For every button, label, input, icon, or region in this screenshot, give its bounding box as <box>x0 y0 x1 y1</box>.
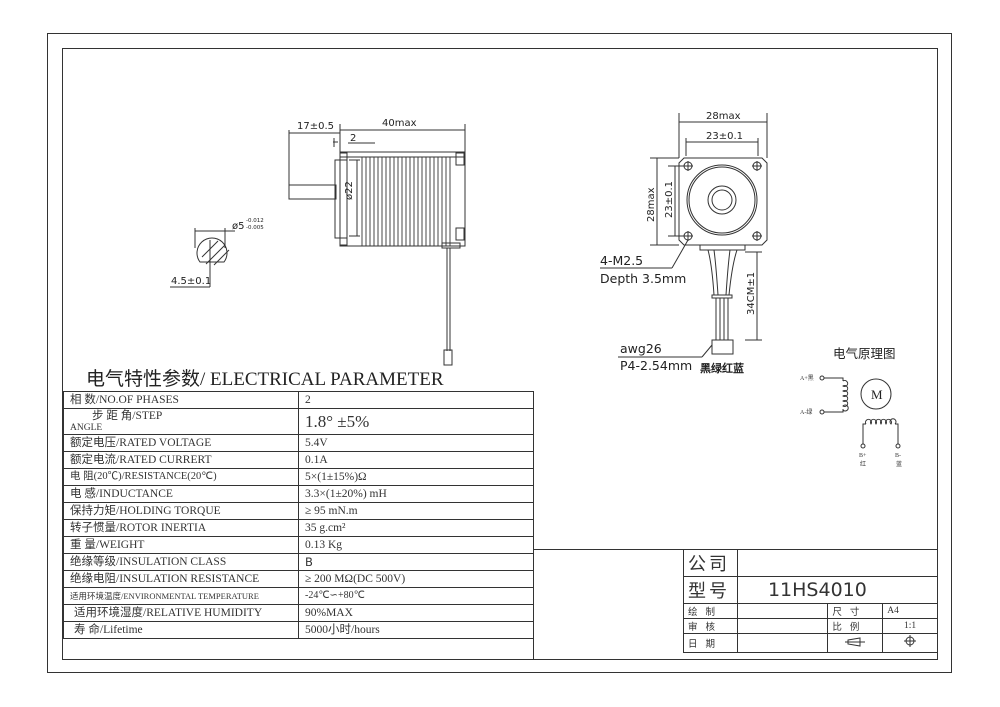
dim-flange: 2 <box>350 133 356 144</box>
param-value: -24℃∽+80℃ <box>298 587 534 605</box>
dim-width-max: 28max <box>706 111 741 122</box>
param-label: 电 阻(20℃)/RESISTANCE(20℃) <box>63 468 299 486</box>
param-value: 90%MAX <box>298 604 534 622</box>
dim-lead-length: 34CM±1 <box>746 272 757 315</box>
wire-note-1: awg26 <box>620 341 662 356</box>
terminal-a-plus: A+黑 <box>800 375 814 382</box>
param-label: 转子惯量/ROTOR INERTIA <box>63 519 299 537</box>
table-row: 保持力矩/HOLDING TORQUE≥ 95 mN.m <box>63 502 534 520</box>
size-label: 尺寸 <box>827 603 884 619</box>
shaft-section <box>170 228 235 288</box>
dim-body-length: 40max <box>382 118 417 129</box>
crosshair-circle-icon <box>882 633 938 653</box>
date-label: 日期 <box>683 633 738 653</box>
param-label: 步 距 角/STEP ANGLE <box>63 408 299 435</box>
param-value: 5.4V <box>298 434 534 452</box>
dim-shaft-flat: 4.5±0.1 <box>171 276 211 287</box>
param-value: 5000小时/hours <box>298 621 534 639</box>
model-value: 11HS4010 <box>736 576 939 604</box>
table-row: 步 距 角/STEP ANGLE 1.8° ±5% <box>63 408 534 435</box>
terminal-b-plus-color: 红 <box>860 460 866 468</box>
param-value: ≥ 200 MΩ(DC 500V) <box>298 570 534 588</box>
param-value: 1.8° ±5% <box>298 408 534 435</box>
company-value <box>736 549 939 577</box>
dim-hole-spacing-v: 23±0.1 <box>664 181 675 218</box>
drawing-outer-border <box>47 33 952 673</box>
projection-symbol-icon <box>827 633 884 653</box>
company-label: 公司 <box>683 549 738 577</box>
front-view <box>600 113 768 358</box>
param-value: 35 g.cm² <box>298 519 534 537</box>
terminal-b-minus: B- <box>895 453 901 459</box>
table-row: 电 阻(20℃)/RESISTANCE(20℃)5×(1±15%)Ω <box>63 468 534 486</box>
param-label: 电 感/INDUCTANCE <box>63 485 299 503</box>
holes-note-2: Depth 3.5mm <box>600 271 686 286</box>
param-label: 保持力矩/HOLDING TORQUE <box>63 502 299 520</box>
blank-notes-box <box>533 549 683 660</box>
param-label: 寿 命/Lifetime <box>63 621 299 639</box>
dim-pilot-diameter: ø22 <box>344 181 355 200</box>
scale-value: 1:1 <box>882 618 938 634</box>
param-value: 0.1A <box>298 451 534 469</box>
param-label: 额定电压/RATED VOLTAGE <box>63 434 299 452</box>
param-label: 绝缘等级/INSULATION CLASS <box>63 553 299 571</box>
date-value <box>736 633 829 653</box>
schematic-title: 电气原理图 <box>833 347 896 361</box>
electrical-parameter-title: 电气特性参数/ ELECTRICAL PARAMETER <box>86 369 444 390</box>
model-label: 型号 <box>683 576 738 604</box>
param-label: 额定电流/RATED CURRERT <box>63 451 299 469</box>
motor-symbol-label: M <box>871 387 883 402</box>
param-value: 2 <box>298 391 534 409</box>
wiring-schematic <box>819 375 901 449</box>
param-label: 适用环境湿度/RELATIVE HUMIDITY <box>63 604 299 622</box>
dim-shaft-length: 17±0.5 <box>297 121 334 132</box>
checked-by-value <box>736 618 829 634</box>
param-value: 5×(1±15%)Ω <box>298 468 534 486</box>
holes-note-1: 4-M2.5 <box>600 253 643 268</box>
table-row: 适用环境温度/ENVIRONMENTAL TEMPERATURE-24℃∽+80… <box>63 587 534 605</box>
param-label: 相 数/NO.OF PHASES <box>63 391 299 409</box>
dim-hole-spacing-h: 23±0.1 <box>706 131 743 142</box>
dim-height-max: 28max <box>646 187 657 222</box>
terminal-b-minus-color: 蓝 <box>896 460 902 468</box>
size-value: A4 <box>882 603 938 619</box>
dim-shaft-tol-lower: -0.005 <box>246 225 264 231</box>
param-value: ≥ 95 mN.m <box>298 502 534 520</box>
param-value: 3.3×(1±20%) mH <box>298 485 534 503</box>
wire-note-2: P4-2.54mm <box>620 358 692 373</box>
param-label: 重 量/WEIGHT <box>63 536 299 554</box>
drawn-by-label: 绘制 <box>683 603 738 619</box>
drawn-by-value <box>736 603 829 619</box>
dim-shaft-diameter: ø5 <box>232 221 244 232</box>
terminal-b-plus: B+ <box>859 453 867 459</box>
param-value: 0.13 Kg <box>298 536 534 554</box>
param-label: 适用环境温度/ENVIRONMENTAL TEMPERATURE <box>63 587 299 605</box>
param-label: 绝缘电阻/INSULATION RESISTANCE <box>63 570 299 588</box>
terminal-a-minus: A-绿 <box>800 408 812 416</box>
wire-colors: 黑绿红蓝 <box>700 361 744 375</box>
side-view <box>288 124 466 366</box>
title-block: 公司 型号 11HS4010 绘制 尺寸 A4 审核 比例 1:1 日期 <box>683 549 939 653</box>
dim-shaft-tol-upper: -0.012 <box>246 218 264 224</box>
param-value: B <box>298 553 534 571</box>
param-label-line2: ANGLE <box>70 422 103 433</box>
checked-by-label: 审核 <box>683 618 738 634</box>
scale-label: 比例 <box>827 618 884 634</box>
param-label-line1: 步 距 角/STEP <box>92 409 163 422</box>
table-row: 绝缘电阻/INSULATION RESISTANCE≥ 200 MΩ(DC 50… <box>63 570 534 588</box>
drawing-inner-border <box>62 48 938 660</box>
